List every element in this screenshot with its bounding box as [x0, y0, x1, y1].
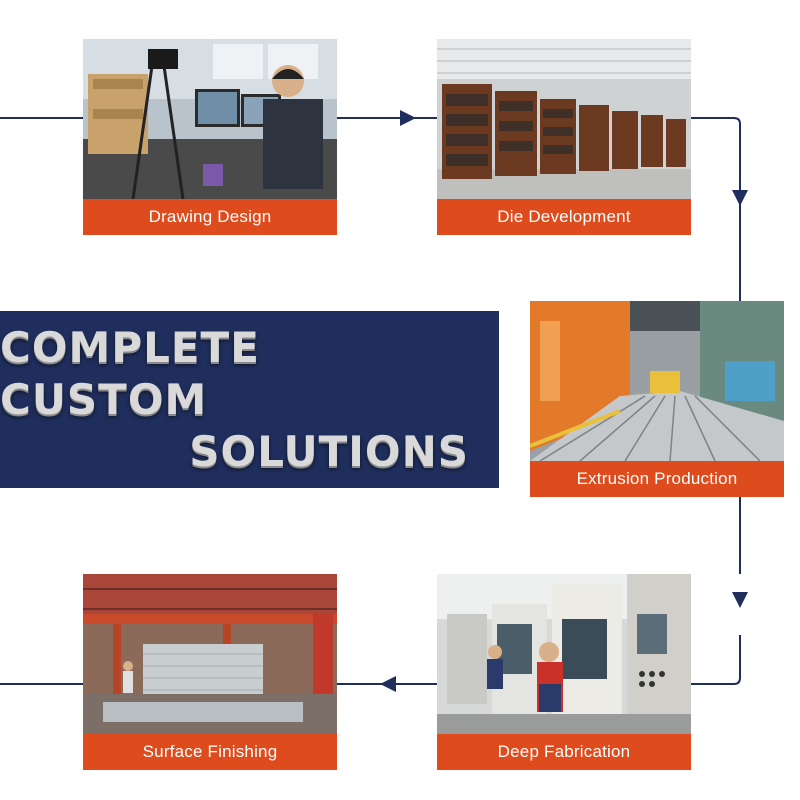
step-card-die-development: Die Development — [437, 39, 691, 235]
arrow-down-icon — [732, 190, 748, 206]
connector-arrows — [380, 110, 748, 692]
photo-surface-finishing — [83, 574, 337, 734]
step-card-deep-fabrication: Deep Fabrication — [437, 574, 691, 770]
arrow-left-icon — [380, 676, 396, 692]
step-card-extrusion-production: Extrusion Production — [530, 301, 784, 497]
photo-deep-fabrication — [437, 574, 691, 734]
photo-die-development — [437, 39, 691, 199]
step-label: Extrusion Production — [530, 461, 784, 497]
step-label: Surface Finishing — [83, 734, 337, 770]
step-label: Drawing Design — [83, 199, 337, 235]
step-card-surface-finishing: Surface Finishing — [83, 574, 337, 770]
banner-title-line-1: COMPLETE CUSTOM — [0, 322, 260, 424]
step-label: Deep Fabrication — [437, 734, 691, 770]
photo-extrusion-production — [530, 301, 784, 461]
step-label: Die Development — [437, 199, 691, 235]
banner-title-line-2: SOLUTIONS — [189, 426, 469, 476]
photo-drawing-design — [83, 39, 337, 199]
arrow-right-icon — [400, 110, 416, 126]
arrow-down-icon — [732, 592, 748, 608]
title-banner: COMPLETE CUSTOM SOLUTIONS — [0, 311, 499, 488]
step-card-drawing-design: Drawing Design — [83, 39, 337, 235]
